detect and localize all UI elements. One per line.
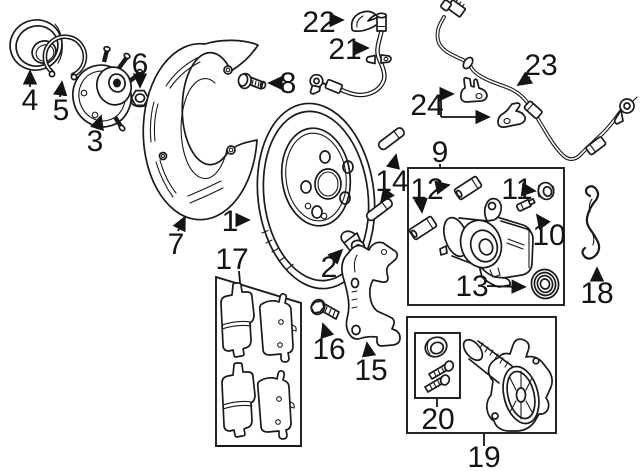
callout-line-17 <box>238 270 241 284</box>
callout-label-8: 8 <box>280 67 297 100</box>
callout-label-10: 10 <box>532 219 565 252</box>
sensor-bracket-a-drawing <box>460 76 488 103</box>
caliper-bushing-lower-drawing <box>408 215 438 241</box>
carrier-bolt-drawing <box>310 298 340 320</box>
brake-pad-1-drawing <box>220 282 255 358</box>
callout-arrow-14b <box>379 186 395 204</box>
callout-label-7: 7 <box>168 228 185 261</box>
pad-spring-clip-drawing <box>581 185 601 260</box>
callout-arrow-12a <box>434 180 451 195</box>
brake-caliper-drawing <box>439 197 534 288</box>
callout-label-5: 5 <box>53 94 70 127</box>
piston-seal-drawing <box>530 268 560 300</box>
callout-label-4: 4 <box>22 84 39 117</box>
callout-label-18: 18 <box>580 277 613 310</box>
callout-arrow-11 <box>520 182 537 197</box>
callout-label-3: 3 <box>87 125 104 158</box>
callout-label-15: 15 <box>354 354 387 387</box>
wheel-hub-drawing <box>72 45 144 132</box>
callout-arrow-2 <box>327 248 344 265</box>
callout-arrow-14a <box>385 153 400 170</box>
sensor-bracket-b-drawing <box>497 102 526 128</box>
callout-label-16: 16 <box>312 333 345 366</box>
callout-label-20: 20 <box>421 403 454 436</box>
callout-label-1: 1 <box>222 205 239 238</box>
callout-label-13: 13 <box>455 270 488 303</box>
brake-hose-drawing <box>309 12 392 98</box>
brake-pad-4-drawing <box>256 369 295 440</box>
callout-label-24: 24 <box>410 89 443 122</box>
callout-arrow-5 <box>53 80 68 98</box>
callout-arrow-13 <box>486 279 527 294</box>
shield-bolt-drawing <box>237 72 267 90</box>
parking-brake-actuator-drawing <box>462 338 553 432</box>
kit-bolt-1-drawing <box>428 360 455 380</box>
callout-label-9: 9 <box>432 136 449 169</box>
caliper-group-box <box>407 167 565 306</box>
callout-label-22: 22 <box>302 6 335 39</box>
callout-arrow-16 <box>320 322 335 340</box>
caliper-bushing-upper-drawing <box>453 175 483 201</box>
callout-arrow-12b <box>413 197 428 214</box>
bleeder-screw-drawing <box>515 198 536 212</box>
kit-seal-drawing <box>424 336 448 358</box>
brake-pad-2-drawing <box>258 292 297 363</box>
callout-label-6: 6 <box>132 48 149 81</box>
guide-pin-upper-drawing <box>377 127 405 151</box>
brake-pad-3-drawing <box>221 362 256 438</box>
callout-arrow-7 <box>172 215 186 233</box>
callouts: 1 2 3 4 5 6 7 8 9 10 11 12 13 14 15 16 <box>22 6 614 471</box>
abs-sensor-drawing <box>435 0 638 161</box>
callout-label-12: 12 <box>410 173 443 206</box>
kit-bolt-2-drawing <box>424 374 451 393</box>
callout-label-14: 14 <box>375 165 408 198</box>
callout-arrow-23 <box>516 71 534 86</box>
callout-arrow-10 <box>535 213 551 231</box>
callout-arrow-15 <box>361 341 377 358</box>
brake-pad-set-box <box>215 275 302 447</box>
guide-pin-seal-drawing <box>537 181 555 201</box>
hose-clip-drawing <box>350 10 381 33</box>
snap-ring-drawing <box>42 34 88 81</box>
callout-label-17: 17 <box>215 243 248 276</box>
splash-shield-drawing <box>142 39 259 221</box>
actuator-group-box <box>406 316 557 434</box>
sensor-connector <box>440 0 467 18</box>
wheel-bearing-drawing <box>9 19 63 71</box>
hardware-kit-box <box>414 332 461 399</box>
caliper-bracket-drawing <box>341 241 401 347</box>
callout-arrow-3 <box>90 114 104 132</box>
